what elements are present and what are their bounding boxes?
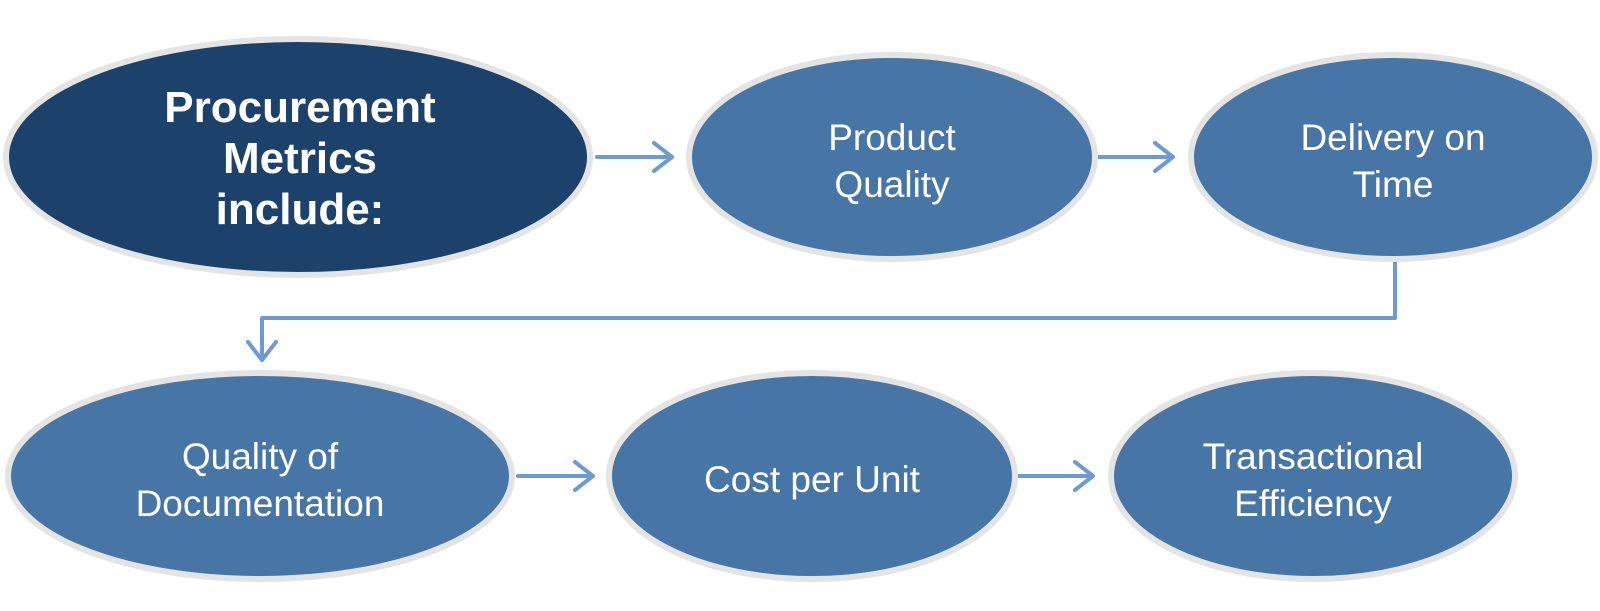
product-quality-ellipse [686,52,1098,262]
node-delivery-on-time: Delivery on Time [1188,52,1598,262]
title-ellipse [3,36,593,278]
node-cost-per-unit: Cost per Unit [606,370,1018,582]
delivery-on-time-line-2: Time [1353,164,1434,205]
title-line-1: Procurement [164,83,436,132]
quality-of-documentation-line-1: Quality of [182,436,339,477]
arrow-delivery-to-quality-of-documentation [246,261,1397,362]
arrow-documentation-to-cost-per-unit [516,460,595,492]
arrow-product-quality-to-delivery [1096,141,1175,173]
product-quality-line-2: Quality [834,164,950,205]
product-quality-line-1: Product [828,117,956,158]
arrow-cost-per-unit-to-transactional-efficiency [1016,460,1095,492]
node-product-quality: Product Quality [686,52,1098,262]
transactional-efficiency-line-1: Transactional [1203,436,1424,477]
node-transactional-efficiency: Transactional Efficiency [1108,370,1518,582]
cost-per-unit-ellipse [606,370,1018,582]
title-line-3: include: [216,185,385,234]
delivery-on-time-ellipse [1188,52,1598,262]
delivery-on-time-line-1: Delivery on [1300,117,1485,158]
connectors [246,141,1397,492]
transactional-efficiency-line-2: Efficiency [1234,483,1392,524]
quality-of-documentation-ellipse [5,370,515,582]
cost-per-unit-line-1: Cost per Unit [704,459,921,500]
transactional-efficiency-ellipse [1108,370,1518,582]
quality-of-documentation-line-2: Documentation [136,483,385,524]
arrow-title-to-product-quality [595,141,674,173]
title-line-2: Metrics [223,134,377,183]
node-procurement-metrics: Procurement Metrics include: [3,36,593,278]
node-quality-of-documentation: Quality of Documentation [5,370,515,582]
